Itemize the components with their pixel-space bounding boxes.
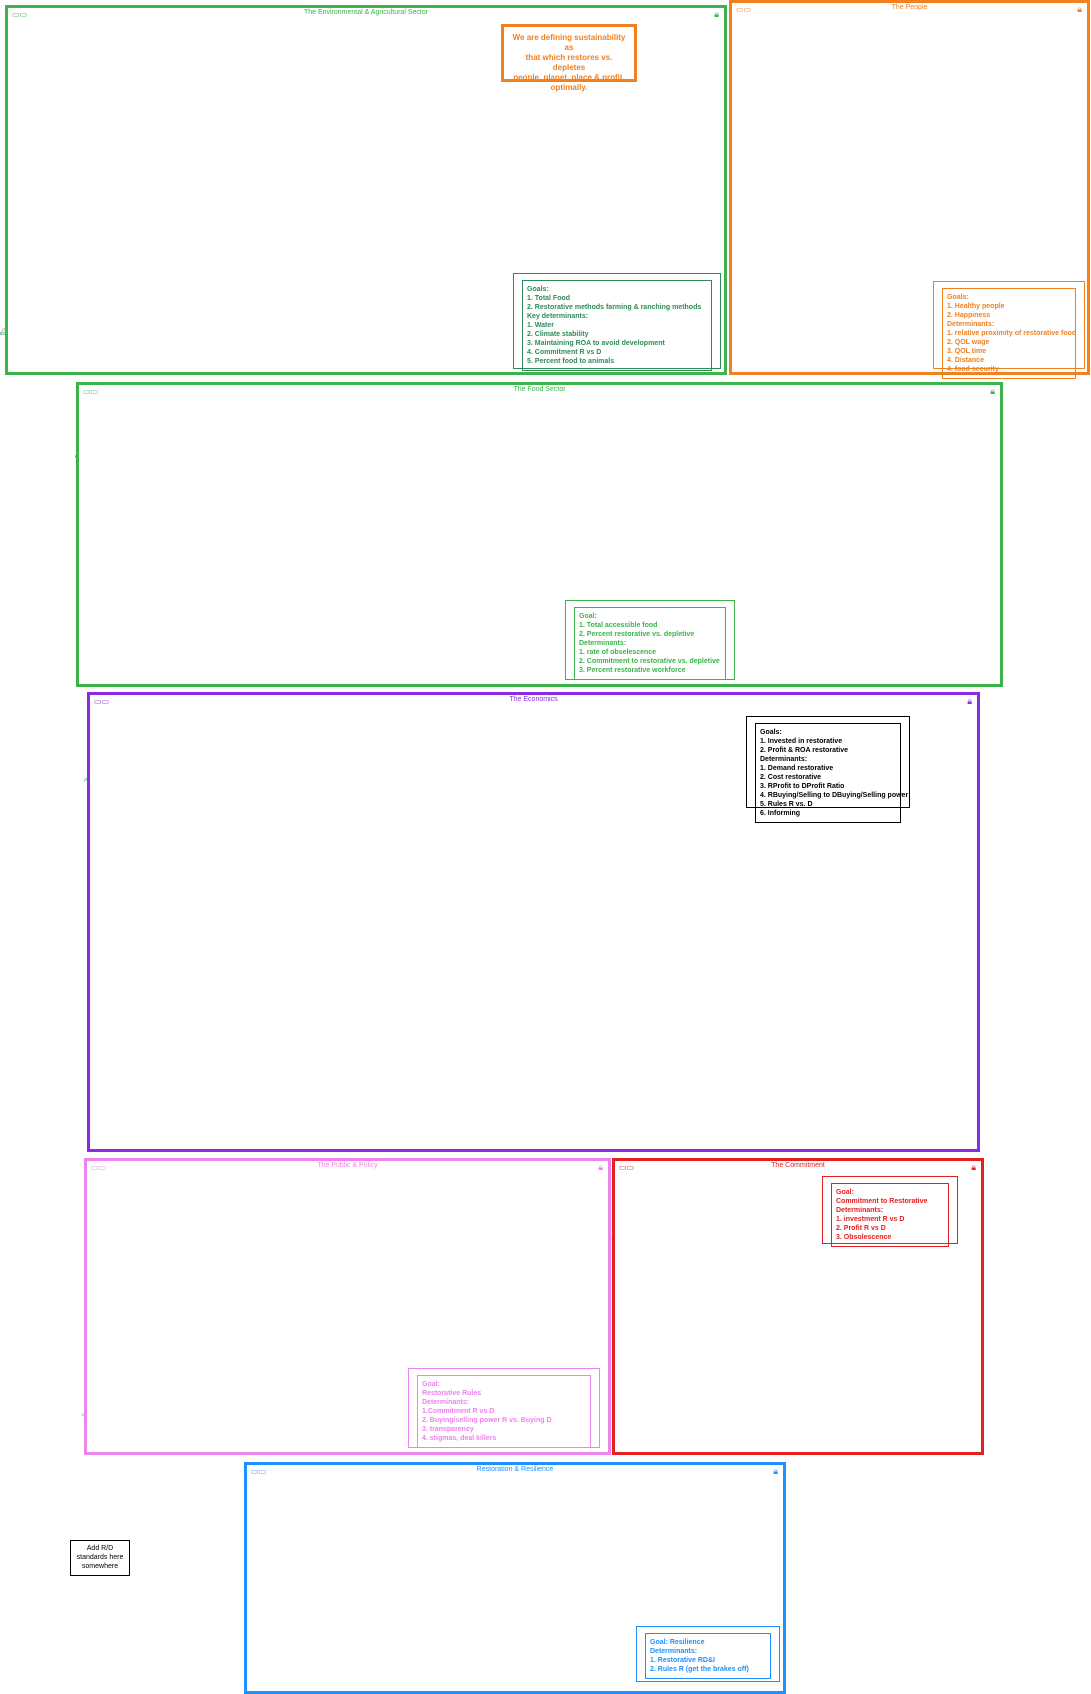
note-line: standards here: [76, 1554, 124, 1561]
sector-view-icon[interactable]: ▭▭: [251, 1467, 267, 1476]
sector-view-icon[interactable]: ▭▭: [83, 387, 99, 396]
goal-line: 2. Commitment to restorative vs. depleti…: [579, 658, 720, 665]
goal-line: Goals:: [760, 729, 782, 736]
goal-line: 1. Total accessible food: [579, 622, 658, 629]
note-rd-standards: Add R/D standards here somewhere: [70, 1540, 130, 1576]
lock-icon[interactable]: 🔒︎: [990, 386, 995, 396]
goal-line: 1. Water: [527, 322, 554, 329]
goal-line: 2. Buying/selling power R vs. Buying D: [422, 1417, 552, 1424]
goal-line: Goals:: [527, 286, 549, 293]
goal-line: Determinants:: [947, 321, 995, 328]
goal-line: Determinants:: [422, 1399, 470, 1406]
goal-line: 2. QOL wage: [947, 339, 990, 346]
goal-line: 2. Percent restorative vs. depletive: [579, 631, 695, 638]
goal-line: 2. Profit & ROA restorative: [760, 747, 849, 754]
goal-line: 3. Percent restorative workforce: [579, 667, 686, 674]
sector-title: Restoration & Resilience: [476, 1466, 554, 1473]
goal-line: 1. Demand restorative: [760, 765, 834, 772]
goal-list: Goals: 1. Invested in restorative 2. Profi…: [755, 723, 909, 823]
sector-title: The Commitment: [771, 1162, 825, 1169]
mission-line: optimally.: [550, 83, 588, 92]
sector-title: The Public & Policy: [317, 1162, 378, 1169]
goal-line: 3. RProfit to DProfit Ratio: [760, 783, 845, 790]
lock-icon[interactable]: 🔒︎: [1077, 4, 1082, 14]
goal-line: 4. stigmas, deal killers: [422, 1435, 497, 1442]
lock-icon[interactable]: 🔒︎: [971, 1162, 976, 1172]
lock-icon[interactable]: 🔒︎: [714, 9, 719, 19]
goal-line: Goals:: [947, 294, 969, 301]
goal-line: Goal:: [579, 613, 597, 620]
goal-line: 4. Distance: [947, 357, 984, 364]
goal-line: Key determinants:: [527, 313, 589, 320]
goal-line: Commitment to Restorative: [836, 1198, 928, 1205]
sector-food: ▭▭ The Food Sector 🔒︎: [76, 382, 1003, 687]
goal-line: 1. investment R vs D: [836, 1216, 905, 1223]
goal-line: 1. relative proximity of restorative foo…: [947, 330, 1077, 337]
sector-view-icon[interactable]: ▭▭: [94, 697, 110, 706]
lock-icon[interactable]: 🔒︎: [773, 1466, 778, 1476]
lock-icon[interactable]: 🔒︎: [598, 1162, 603, 1172]
goal-line: 4. food security: [947, 366, 999, 373]
goal-line: 5. Rules R vs. D: [760, 801, 813, 808]
sector-view-icon[interactable]: ▭▭: [91, 1163, 107, 1172]
goal-line: 3. transparency: [422, 1426, 474, 1433]
goal-line: 1. Healthy people: [947, 303, 1005, 310]
goal-line: 1. Total Food: [527, 295, 571, 302]
goal-list: Goal: 1. Total accessible food 2. Percent …: [574, 607, 726, 680]
goal-line: Restorative Rules: [422, 1390, 482, 1397]
note-line: somewhere: [81, 1563, 119, 1570]
goal-line: 1. Restorative RD&I: [650, 1657, 715, 1664]
goal-line: 3. Maintaining ROA to avoid development: [527, 340, 665, 347]
sector-title: The Environmental & Agricultural Sector: [303, 9, 429, 16]
goal-line: Goal: Resilience: [650, 1639, 705, 1646]
sector-title: The Economics: [509, 696, 558, 703]
goal-line: 1.Commitment R vs D: [422, 1408, 495, 1415]
sector-title: The People: [891, 4, 928, 11]
sector-view-icon[interactable]: ▭▭: [619, 1163, 635, 1172]
goal-line: Determinants:: [760, 756, 808, 763]
goals-food: Goal: 1. Total accessible food 2. Percent …: [565, 600, 735, 680]
mission-statement: We are defining sustainability as that w…: [501, 24, 637, 92]
goal-line: 4. Commitment R vs D: [527, 349, 602, 356]
goal-line: Goal:: [422, 1381, 440, 1388]
goal-line: 5. Percent food to animals: [527, 358, 615, 365]
goal-line: 3. Obsolescence: [836, 1234, 892, 1241]
goal-line: 2. Profit R vs D: [836, 1225, 886, 1232]
goal-line: 2. Restorative methods farming & ranchin…: [527, 304, 702, 311]
goal-line: 2. Climate stability: [527, 331, 589, 338]
goal-line: 6. Informing: [760, 810, 801, 817]
goal-line: 2. Cost restorative: [760, 774, 822, 781]
sector-title: The Food Sector: [513, 386, 566, 393]
sector-view-icon[interactable]: ▭▭: [736, 5, 752, 14]
note-line: Add R/D: [86, 1545, 114, 1552]
goal-line: Determinants:: [650, 1648, 698, 1655]
goal-list: Goals: 1. Total Food 2. Restorative method…: [522, 280, 712, 371]
goal-line: Determinants:: [836, 1207, 884, 1214]
mission-line: We are defining sustainability as: [512, 33, 626, 52]
goal-line: 2. Happiness: [947, 312, 991, 319]
goal-line: 3. QOL time: [947, 348, 987, 355]
mission-line: that which restores vs. depletes: [525, 53, 613, 72]
goal-line: 2. Rules R (get the brakes off): [650, 1666, 749, 1673]
goal-line: Determinants:: [579, 640, 627, 647]
goal-line: 4. RBuying/Selling to DBuying/Selling po…: [760, 792, 909, 799]
goals-economics: Goals: 1. Invested in restorative 2. Profi…: [746, 716, 910, 823]
goals-environmental: Goals: 1. Total Food 2. Restorative method…: [513, 273, 721, 371]
goal-line: 1. Invested in restorative: [760, 738, 843, 745]
goal-line: 1. rate of obselescence: [579, 649, 657, 656]
lock-icon[interactable]: 🔒︎: [967, 696, 972, 706]
sector-view-icon[interactable]: ▭▭: [12, 10, 28, 19]
goal-line: Goal:: [836, 1189, 854, 1196]
mission-line: people, planet, place & profit,: [513, 73, 625, 82]
